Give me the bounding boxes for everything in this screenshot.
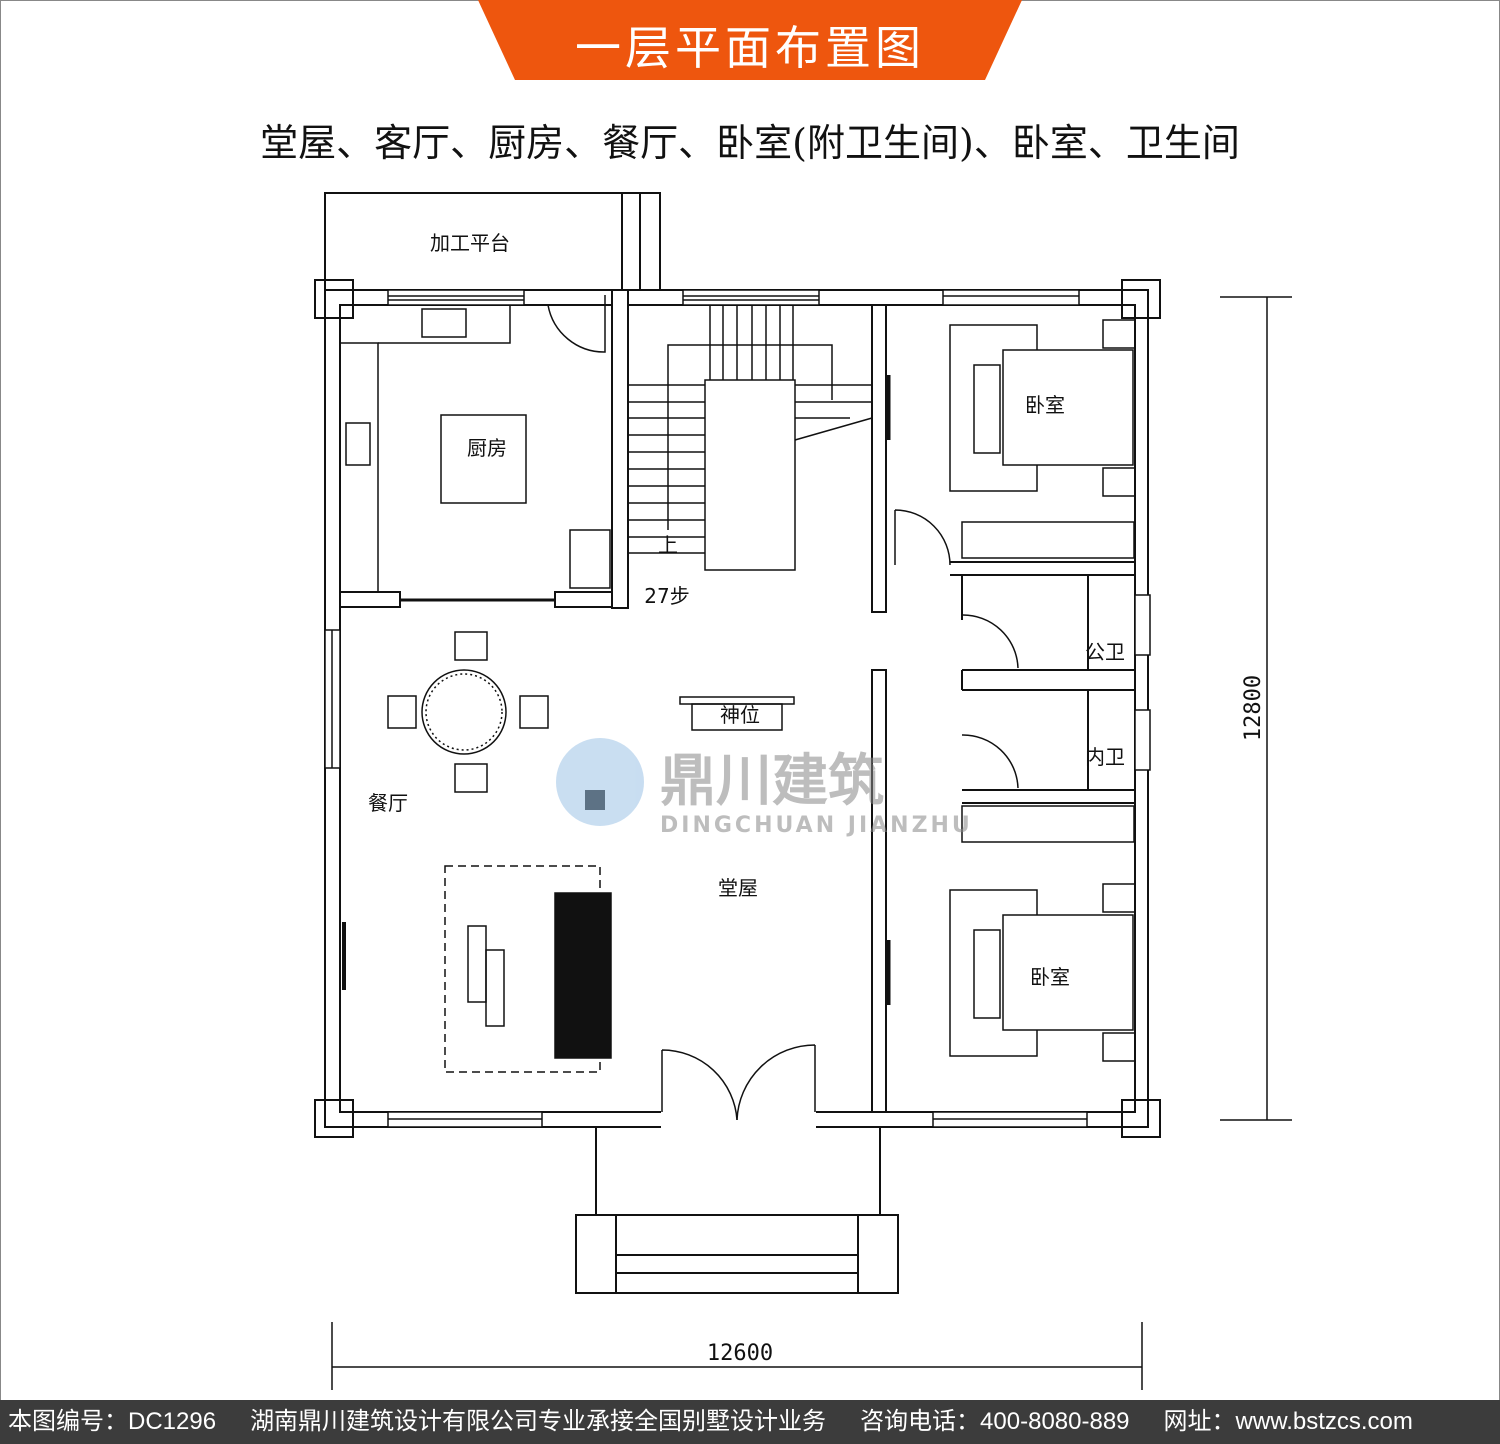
label-kitchen: 厨房 bbox=[467, 436, 507, 460]
page-title: 一层平面布置图 bbox=[575, 21, 925, 75]
label-steps: 27步 bbox=[644, 584, 689, 608]
footer-bar: 本图编号：DC1296 湖南鼎川建筑设计有限公司专业承接全国别墅设计业务 咨询电… bbox=[0, 1400, 1500, 1444]
watermark-cn: 鼎川建筑 bbox=[660, 749, 884, 814]
page-subtitle: 堂屋、客厅、厨房、餐厅、卧室(附卫生间)、卧室、卫生间 bbox=[260, 121, 1240, 165]
watermark-logo-icon bbox=[556, 738, 644, 826]
watermark: 鼎川建筑 DINGCHUAN JIANZHU bbox=[556, 738, 973, 838]
kitchen-island bbox=[440, 414, 527, 504]
label-up: 上 bbox=[658, 533, 678, 557]
kitchen-counter bbox=[340, 305, 611, 592]
porch bbox=[575, 1127, 899, 1294]
title-banner bbox=[478, 0, 1022, 80]
footer-site[interactable]: 网址：www.bstzcs.com bbox=[1163, 1408, 1413, 1435]
doors bbox=[547, 295, 1019, 1121]
platform bbox=[324, 192, 661, 290]
label-bedroom-top: 卧室 bbox=[1025, 393, 1065, 417]
width-dimension: 12600 bbox=[707, 1341, 773, 1366]
label-hall: 堂屋 bbox=[718, 876, 758, 900]
dining-table bbox=[387, 631, 549, 793]
living-furniture bbox=[342, 790, 612, 1073]
label-private-bath: 内卫 bbox=[1085, 745, 1125, 769]
dimension-lines bbox=[331, 296, 1292, 1390]
staircase bbox=[628, 305, 873, 571]
refrigerator bbox=[569, 529, 611, 589]
footer-company: 湖南鼎川建筑设计有限公司专业承接全国别墅设计业务 bbox=[250, 1408, 827, 1435]
footer-phone: 咨询电话：400-8080-889 bbox=[860, 1408, 1130, 1435]
depth-dimension: 12800 bbox=[1241, 675, 1266, 741]
bedroom-furniture bbox=[679, 319, 1136, 1062]
interior-walls bbox=[339, 289, 1135, 1128]
banner-shape bbox=[478, 0, 1022, 80]
label-public-bath: 公卫 bbox=[1085, 640, 1125, 664]
label-shrine: 神位 bbox=[720, 703, 760, 727]
floor-plan: 12600 12800 加工平台 厨房 27步 上 卧室 公卫 神位 内卫 餐厅… bbox=[314, 192, 1292, 1390]
watermark-en: DINGCHUAN JIANZHU bbox=[660, 813, 973, 838]
label-bedroom-bottom: 卧室 bbox=[1030, 965, 1070, 989]
label-platform: 加工平台 bbox=[430, 231, 510, 255]
label-dining: 餐厅 bbox=[368, 791, 408, 815]
windows bbox=[324, 289, 1151, 1128]
footer-code: 本图编号：DC1296 bbox=[8, 1408, 217, 1435]
